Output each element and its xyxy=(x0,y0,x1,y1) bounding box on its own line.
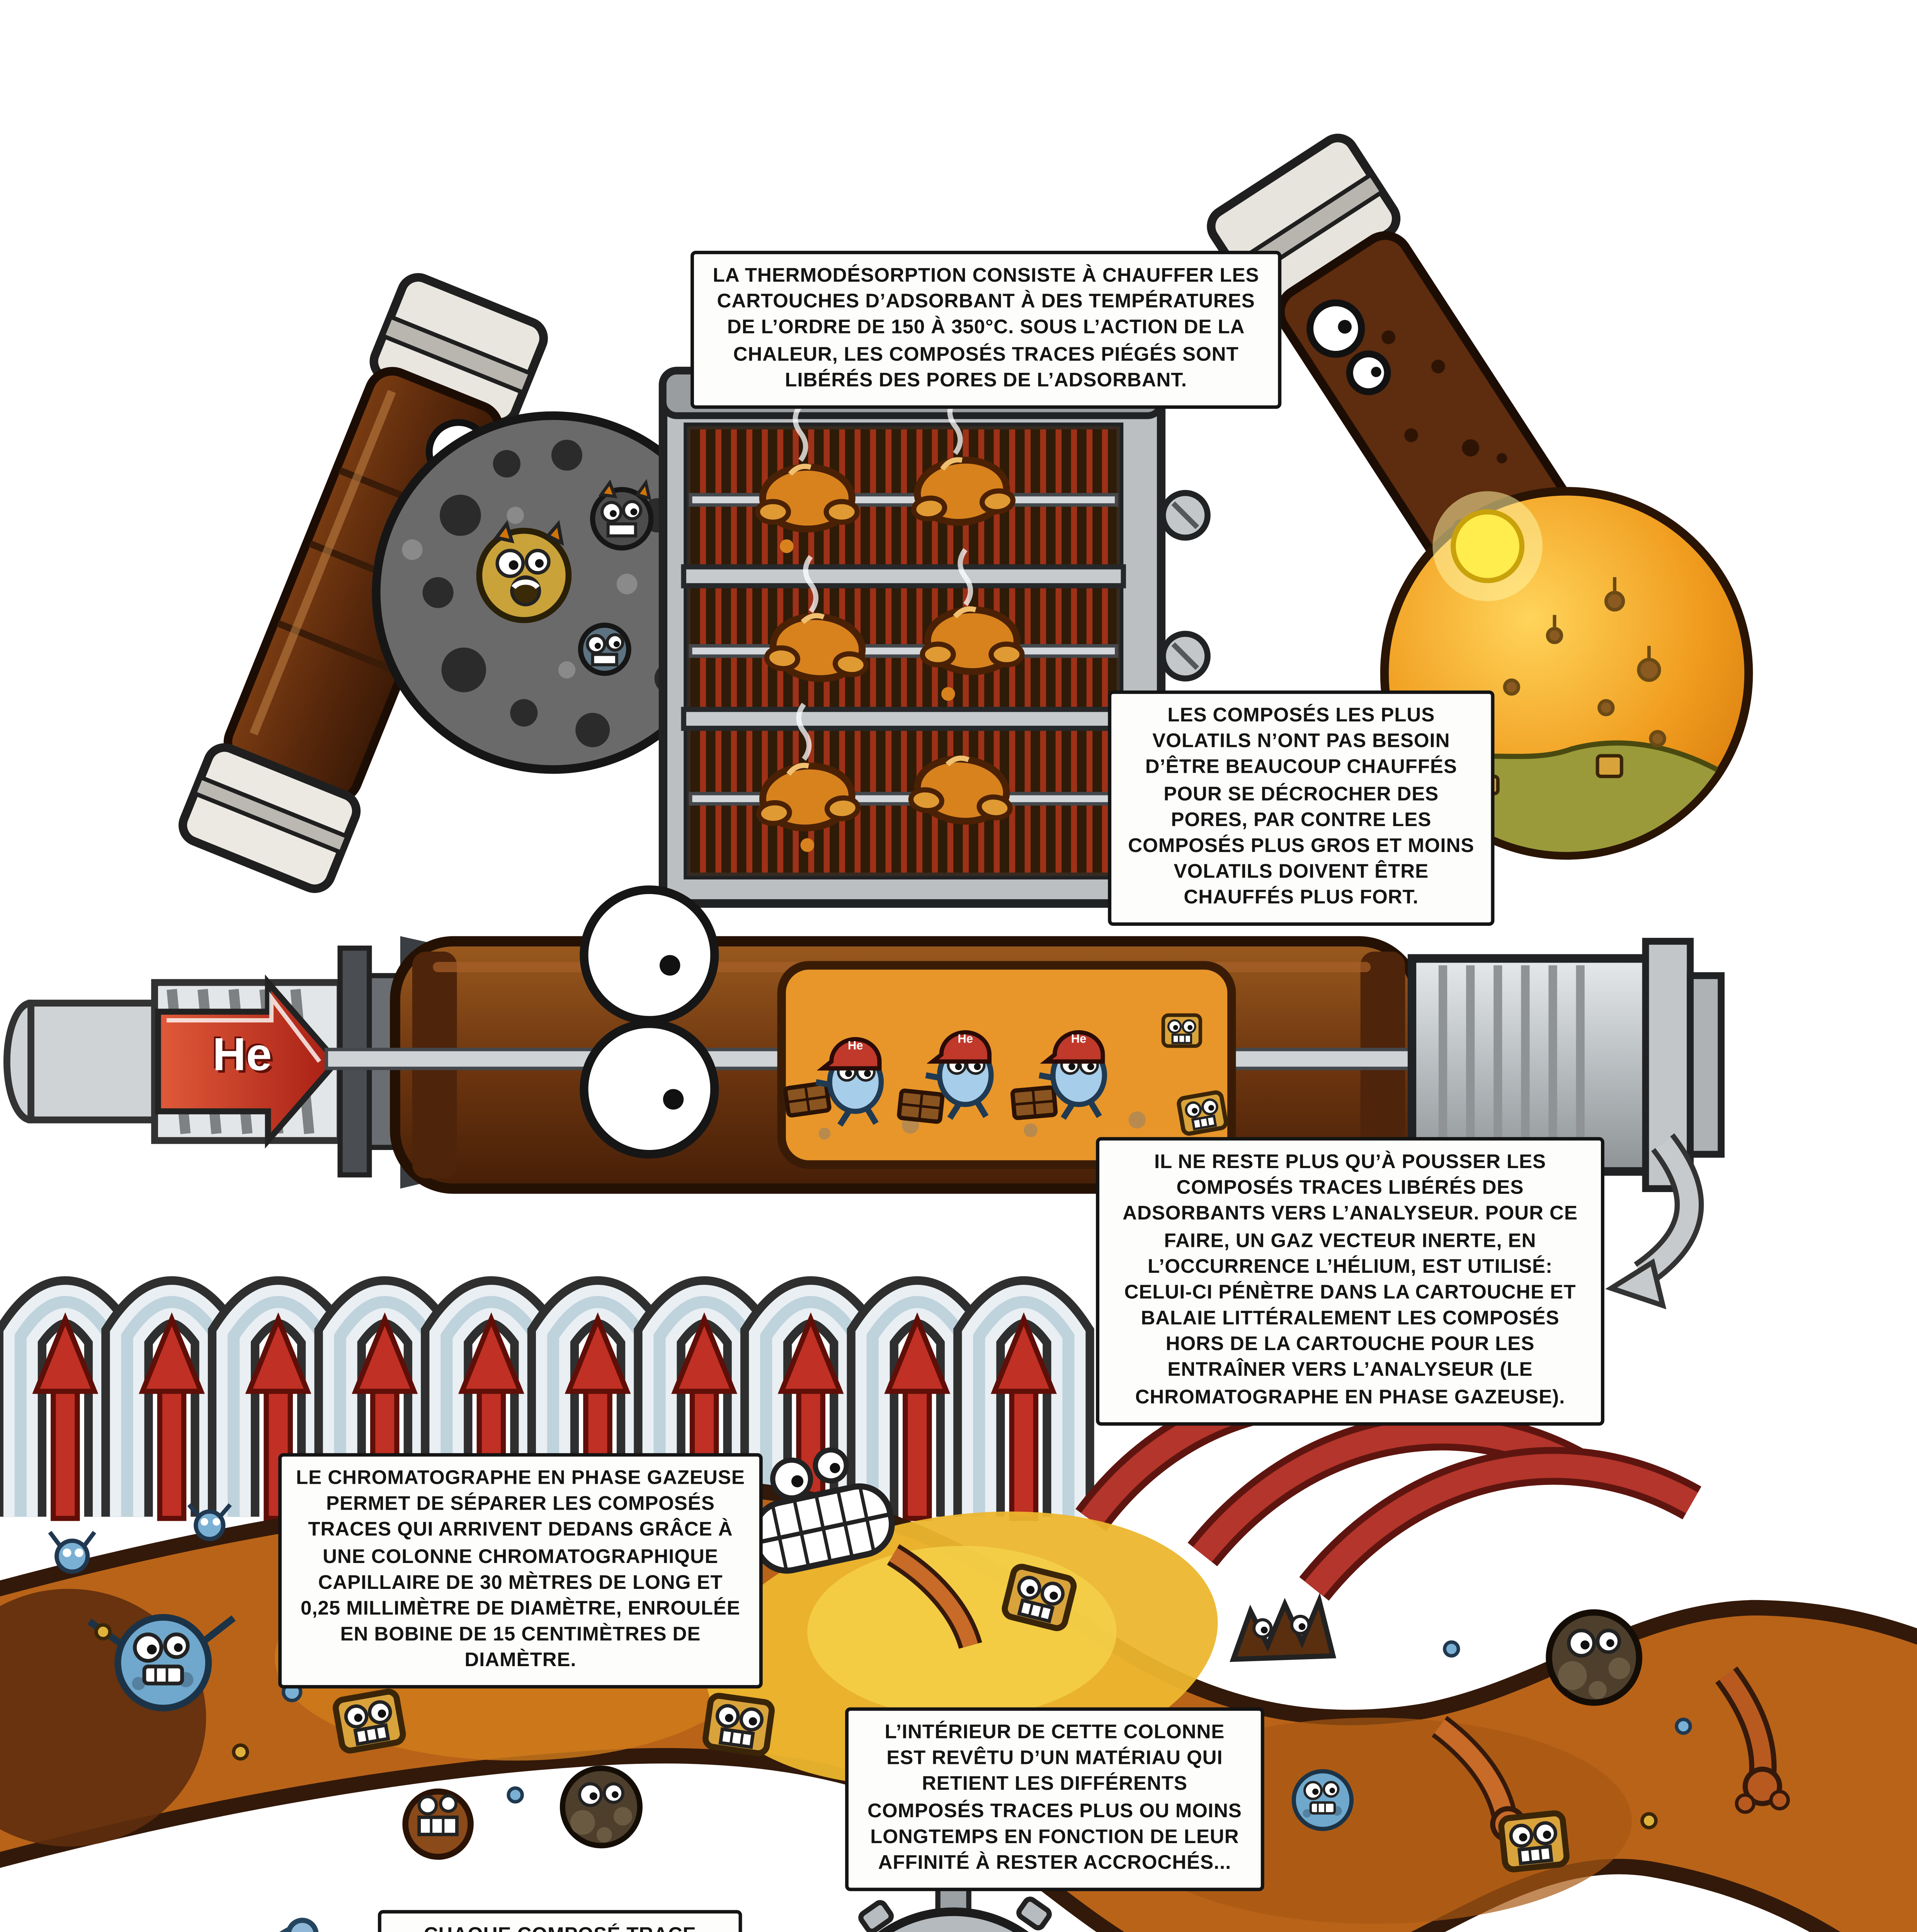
caption-retention-time-intro: CHAQUE COMPOSÉ TRACE SORT ENSUITE DE LA … xyxy=(378,1910,742,1932)
caption-thermodesorption: LA THERMODÉSORPTION CONSISTE À CHAUFFER … xyxy=(691,251,1282,409)
caption-chromatograph: LE CHROMATOGRAPHE EN PHASE GAZEUSE PERME… xyxy=(278,1453,763,1689)
zigzag-compound xyxy=(1230,1592,1337,1662)
caption-helium-carrier: IL NE RESTE PLUS QU’À POUSSER LES COMPOS… xyxy=(1096,1137,1604,1425)
caption-volatile-compounds: LES COMPOSÉS LES PLUS VOLATILS N’ONT PAS… xyxy=(1108,690,1495,927)
column-exit-tube xyxy=(279,1918,319,1932)
helium-cap-label-3: He xyxy=(1071,1034,1087,1046)
caption-column-interior: L’INTÉRIEUR DE CETTE COLONNE EST REVÊTU … xyxy=(845,1707,1264,1891)
helium-cap-label-1: He xyxy=(847,1041,863,1053)
thermodesorption-oven xyxy=(658,367,1211,908)
helium-arrow-label: He xyxy=(213,1029,272,1081)
adsorbent-pores-zoom xyxy=(372,411,735,774)
helium-tube-scene xyxy=(3,885,1725,1310)
helium-cap-label-2: He xyxy=(958,1034,973,1046)
helium-arrow xyxy=(155,974,341,1149)
